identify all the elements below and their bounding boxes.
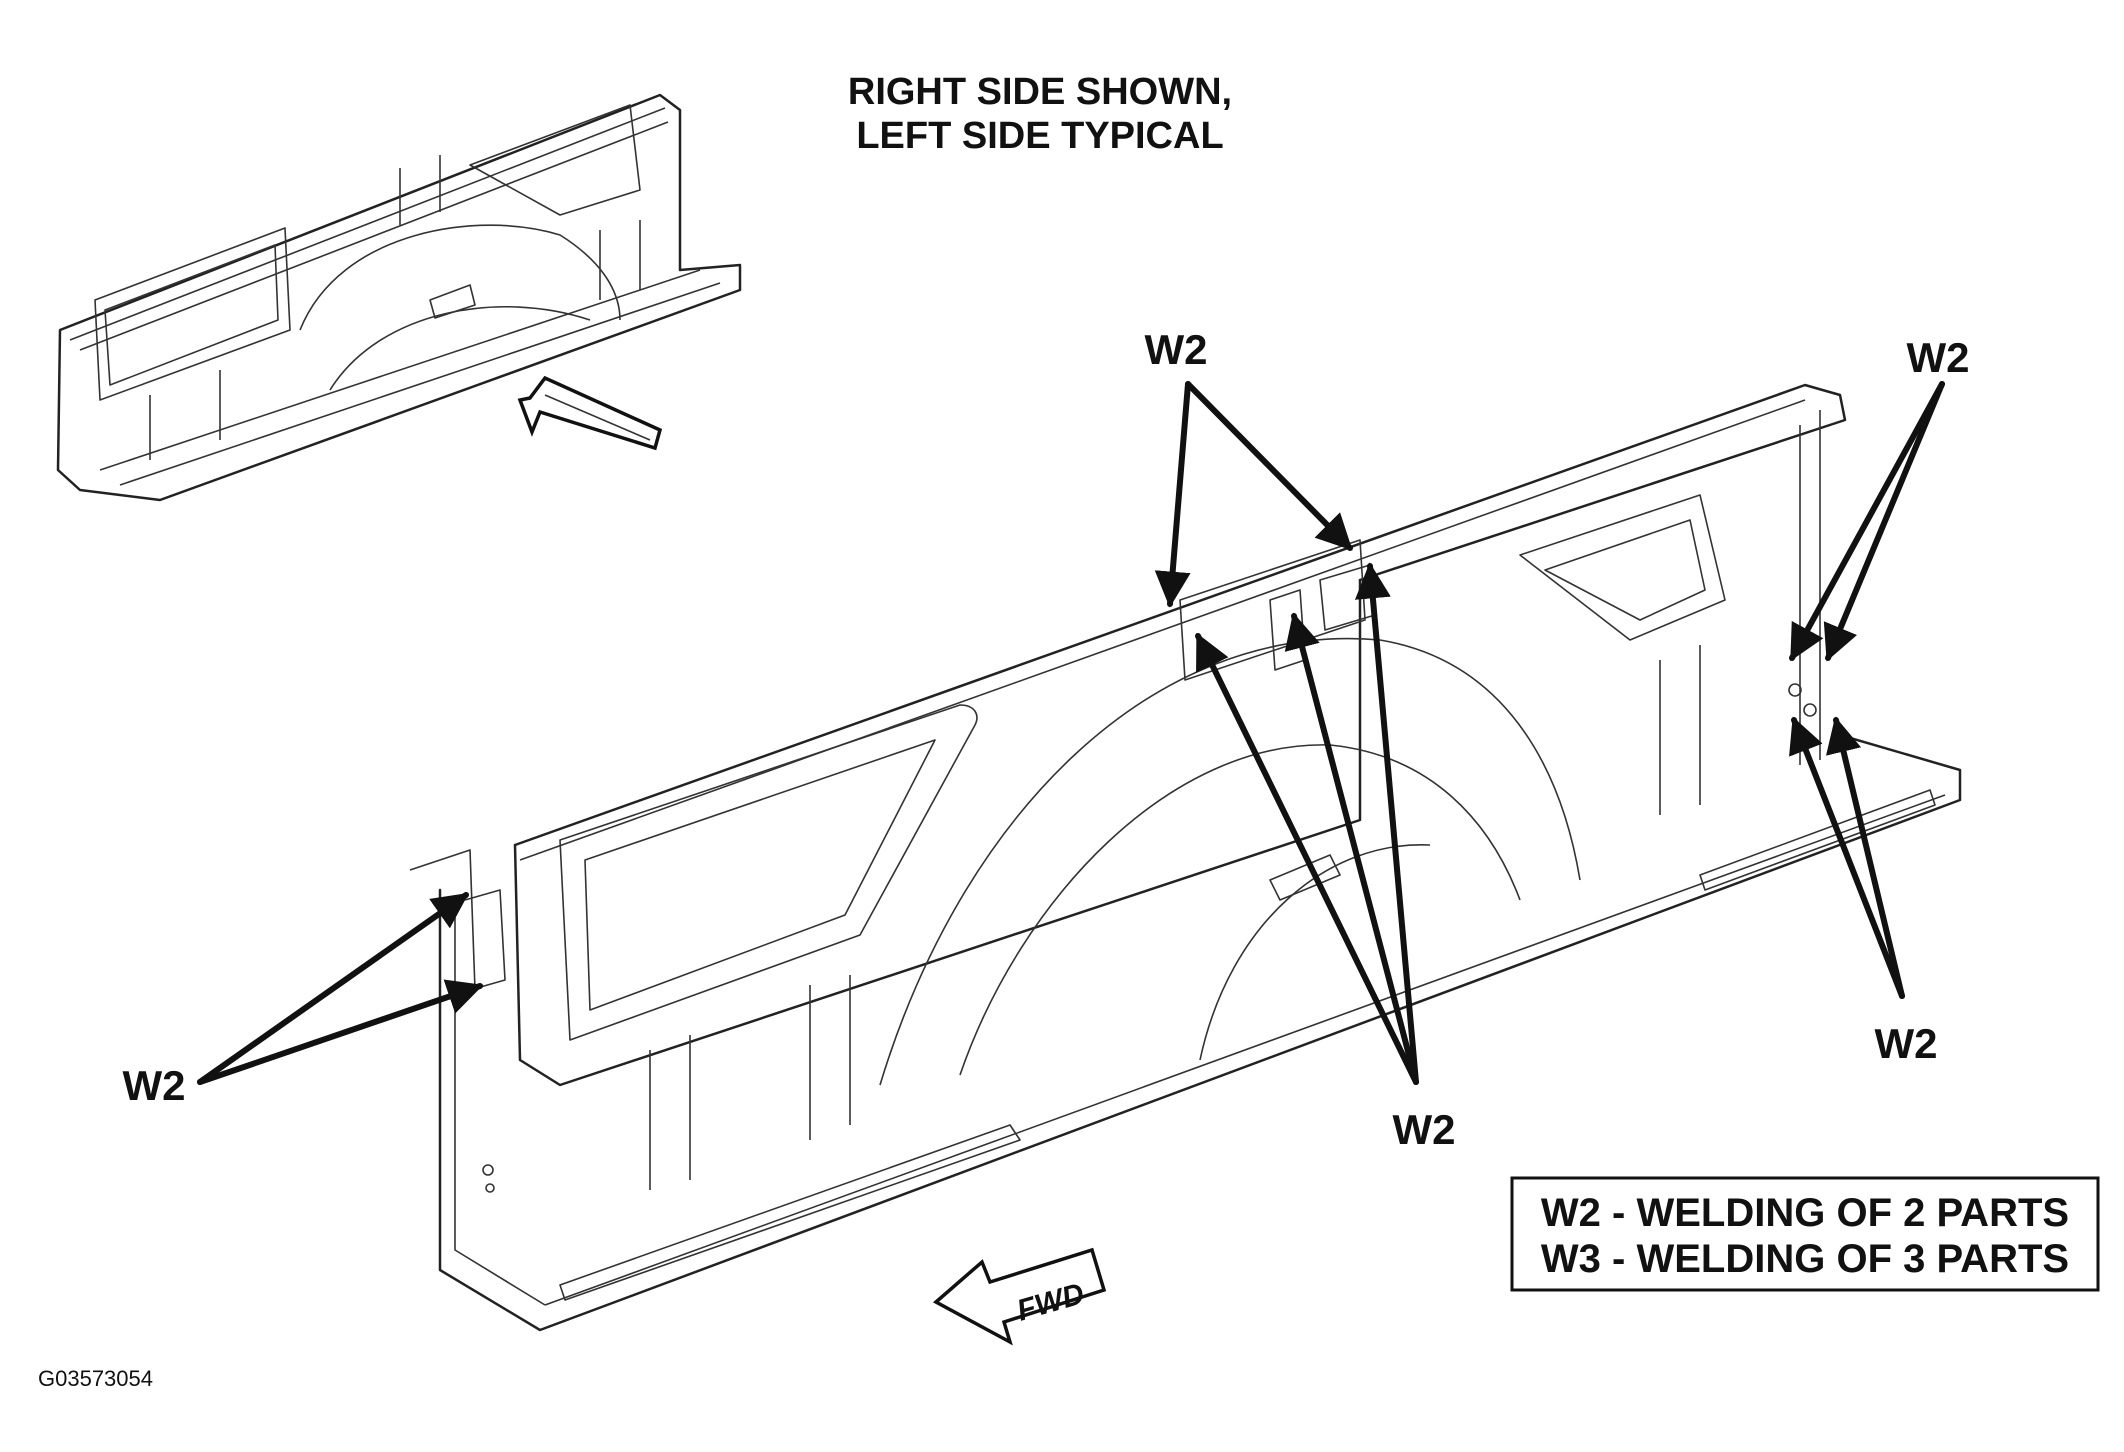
figure-id: G03573054 bbox=[38, 1366, 153, 1391]
arrow-top-center-2 bbox=[1185, 381, 1353, 551]
title-line-1: RIGHT SIDE SHOWN, bbox=[848, 71, 1232, 113]
forward-direction-arrow: FWD bbox=[932, 1247, 1107, 1346]
arrow-bottom-center-2 bbox=[1284, 612, 1419, 1085]
legend-w3: W3 - WELDING OF 3 PARTS bbox=[1541, 1237, 2069, 1281]
overview-panel-drawing bbox=[56, 93, 742, 502]
callout-bottom-right: W2 bbox=[1875, 1020, 1938, 1067]
callout-left: W2 bbox=[123, 1062, 186, 1109]
title-line-2: LEFT SIDE TYPICAL bbox=[856, 115, 1223, 157]
arrow-bottom-center-3 bbox=[1354, 562, 1419, 1085]
arrow-top-right-2 bbox=[1823, 381, 1945, 662]
arrow-top-center-1 bbox=[1154, 381, 1191, 608]
legend-box: W2 - WELDING OF 2 PARTS W3 - WELDING OF … bbox=[1510, 1176, 2100, 1292]
legend-w2: W2 - WELDING OF 2 PARTS bbox=[1541, 1191, 2069, 1235]
callout-top-right: W2 bbox=[1907, 334, 1970, 381]
arrow-bottom-right-1 bbox=[1789, 716, 1905, 999]
callout-arrows bbox=[197, 381, 1945, 1085]
callout-bottom-center: W2 bbox=[1393, 1106, 1456, 1153]
fwd-label: FWD bbox=[1013, 1277, 1088, 1328]
arrow-bottom-center-1 bbox=[1195, 632, 1419, 1085]
arrow-top-right-1 bbox=[1789, 381, 1945, 662]
arrow-bottom-right-2 bbox=[1826, 716, 1905, 999]
arrow-left-1 bbox=[197, 892, 469, 1085]
callout-top-center: W2 bbox=[1145, 326, 1208, 373]
arrow-left-2 bbox=[197, 979, 484, 1085]
